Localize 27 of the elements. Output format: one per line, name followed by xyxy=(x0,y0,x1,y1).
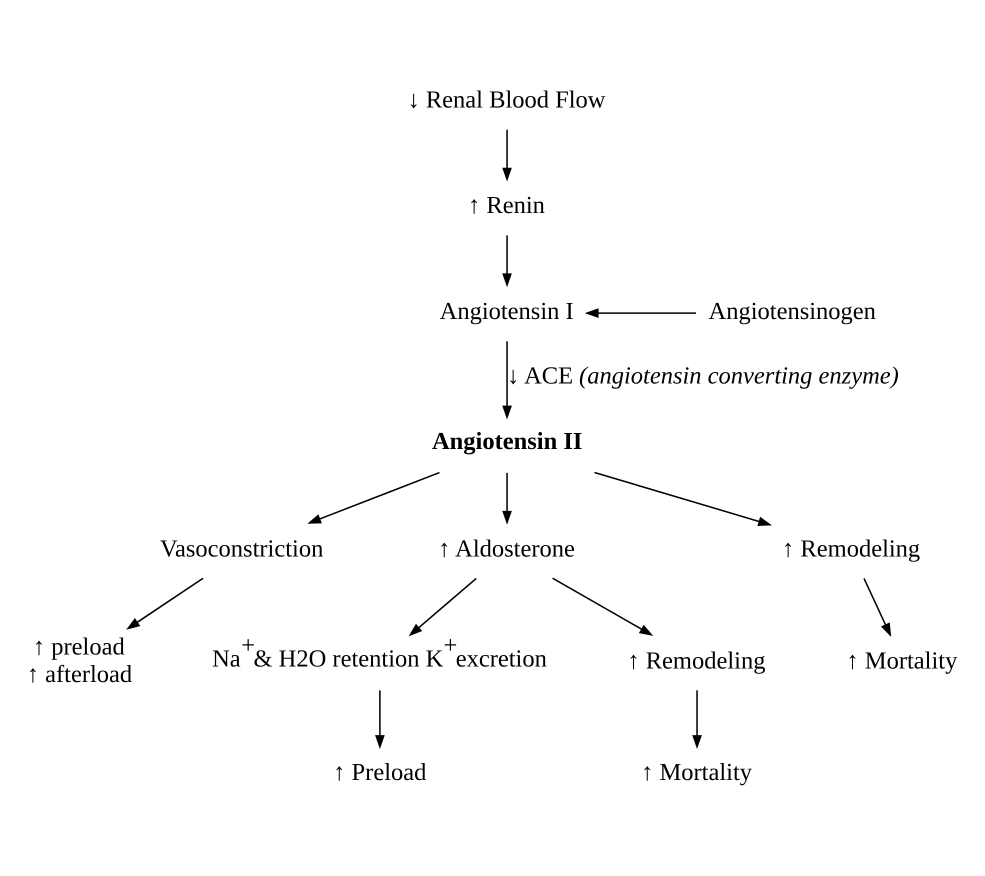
node-text: ↑ Remodeling xyxy=(627,647,766,674)
node-text: ↑ preload ↑ afterload xyxy=(26,633,132,688)
node-text: ↑ Mortality xyxy=(641,759,752,786)
node-text: ↑ Remodeling xyxy=(782,535,920,562)
node-text: Angiotensinogen xyxy=(708,298,876,325)
arrow xyxy=(594,472,772,526)
node-text: ↓ Renal Blood Flow xyxy=(407,86,606,114)
arrow xyxy=(126,578,204,630)
node-text: ↑ Renin xyxy=(468,192,545,220)
node-text: Angiotensin I xyxy=(440,298,574,325)
arrow xyxy=(692,690,702,749)
node-text: ↑ Aldosterone xyxy=(438,535,575,562)
arrow xyxy=(502,235,512,288)
arrow xyxy=(863,578,892,637)
arrow xyxy=(408,578,477,636)
arrow xyxy=(552,578,654,636)
edge-label: ↓ ACE (angiotensin converting enzyme) xyxy=(507,362,899,390)
arrow xyxy=(375,690,385,749)
node-text: Vasoconstriction xyxy=(160,535,324,562)
node-text: ↑ Preload xyxy=(333,759,426,786)
arrow xyxy=(502,130,512,182)
node-text: ↑ Mortality xyxy=(846,647,958,674)
arrow xyxy=(307,472,440,524)
arrow xyxy=(502,341,512,420)
arrow xyxy=(584,308,696,318)
node-text: Angiotensin II xyxy=(432,428,582,456)
arrow xyxy=(502,472,512,525)
